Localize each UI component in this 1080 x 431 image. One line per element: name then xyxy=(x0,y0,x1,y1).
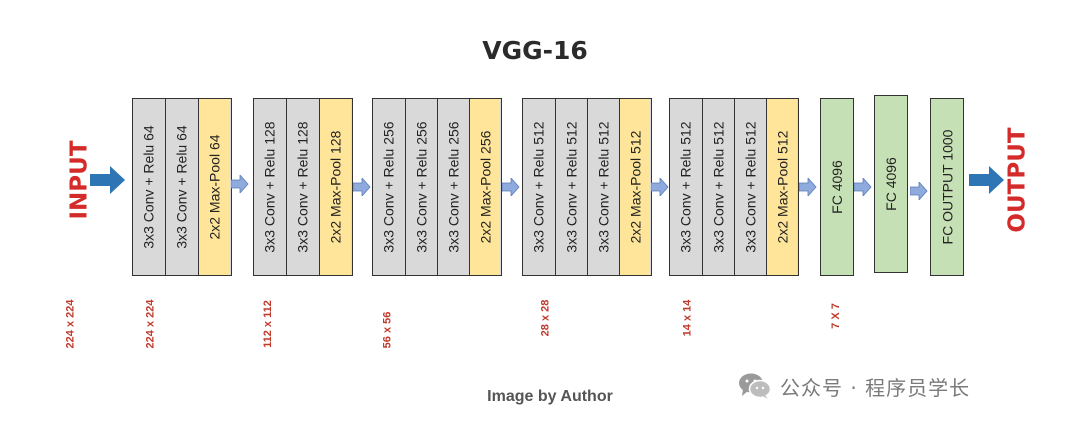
input-arrow-icon xyxy=(90,166,125,194)
conv-block-5: 3x3 Conv + Relu 512 3x3 Conv + Relu 512 … xyxy=(669,98,799,276)
dim-label-fc: 7 X 7 xyxy=(830,303,842,329)
conv-layer: 3x3 Conv + Relu 64 xyxy=(133,99,166,275)
small-arrow-icon xyxy=(651,178,669,196)
pool-layer: 2x2 Max-Pool 128 xyxy=(320,99,351,275)
fc-layer-2: FC 4096 xyxy=(874,95,908,273)
diagram-title: VGG-16 xyxy=(482,36,588,65)
conv-layer: 3x3 Conv + Relu 256 xyxy=(438,99,470,275)
wechat-icon xyxy=(739,373,772,399)
dim-label-input: 224 x 224 xyxy=(64,299,76,349)
pool-layer: 2x2 Max-Pool 512 xyxy=(767,99,797,275)
conv-layer: 3x3 Conv + Relu 512 xyxy=(735,99,767,275)
pool-layer: 2x2 Max-Pool 64 xyxy=(199,99,230,275)
image-caption: Image by Author xyxy=(487,388,613,405)
small-arrow-icon xyxy=(910,182,928,200)
conv-layer: 3x3 Conv + Relu 512 xyxy=(523,99,556,275)
conv-block-1: 3x3 Conv + Relu 64 3x3 Conv + Relu 64 2x… xyxy=(132,98,232,276)
conv-layer: 3x3 Conv + Relu 512 xyxy=(670,99,703,275)
watermark: 公众号 · 程序员学长 xyxy=(738,368,970,404)
conv-layer: 3x3 Conv + Relu 512 xyxy=(588,99,620,275)
pool-layer: 2x2 Max-Pool 512 xyxy=(620,99,650,275)
small-arrow-icon xyxy=(854,178,872,196)
conv-block-2: 3x3 Conv + Relu 128 3x3 Conv + Relu 128 … xyxy=(253,98,353,276)
small-arrow-icon xyxy=(502,178,520,196)
fc-layer-1: FC 4096 xyxy=(820,98,854,276)
conv-layer: 3x3 Conv + Relu 256 xyxy=(406,99,438,275)
conv-layer: 3x3 Conv + Relu 512 xyxy=(703,99,735,275)
conv-layer: 3x3 Conv + Relu 256 xyxy=(373,99,406,275)
dim-label-block-2: 112 x 112 xyxy=(262,300,275,348)
fc-output-layer: FC OUTPUT 1000 xyxy=(930,98,964,276)
small-arrow-icon xyxy=(799,178,817,196)
conv-block-4: 3x3 Conv + Relu 512 3x3 Conv + Relu 512 … xyxy=(522,98,652,276)
dim-label-block-5: 14 x 14 xyxy=(681,299,694,337)
conv-layer: 3x3 Conv + Relu 128 xyxy=(287,99,320,275)
pool-layer: 2x2 Max-Pool 256 xyxy=(470,99,500,275)
dim-label-block-1: 224 x 224 xyxy=(144,299,156,349)
small-arrow-icon xyxy=(353,178,371,196)
dim-label-block-4: 28 x 28 xyxy=(539,299,552,337)
conv-block-3: 3x3 Conv + Relu 256 3x3 Conv + Relu 256 … xyxy=(372,98,502,276)
output-arrow-icon xyxy=(969,166,1004,194)
conv-layer: 3x3 Conv + Relu 128 xyxy=(254,99,287,275)
dim-label-block-3: 56 x 56 xyxy=(381,311,394,349)
small-arrow-icon xyxy=(231,175,249,193)
conv-layer: 3x3 Conv + Relu 512 xyxy=(556,99,588,275)
conv-layer: 3x3 Conv + Relu 64 xyxy=(166,99,199,275)
